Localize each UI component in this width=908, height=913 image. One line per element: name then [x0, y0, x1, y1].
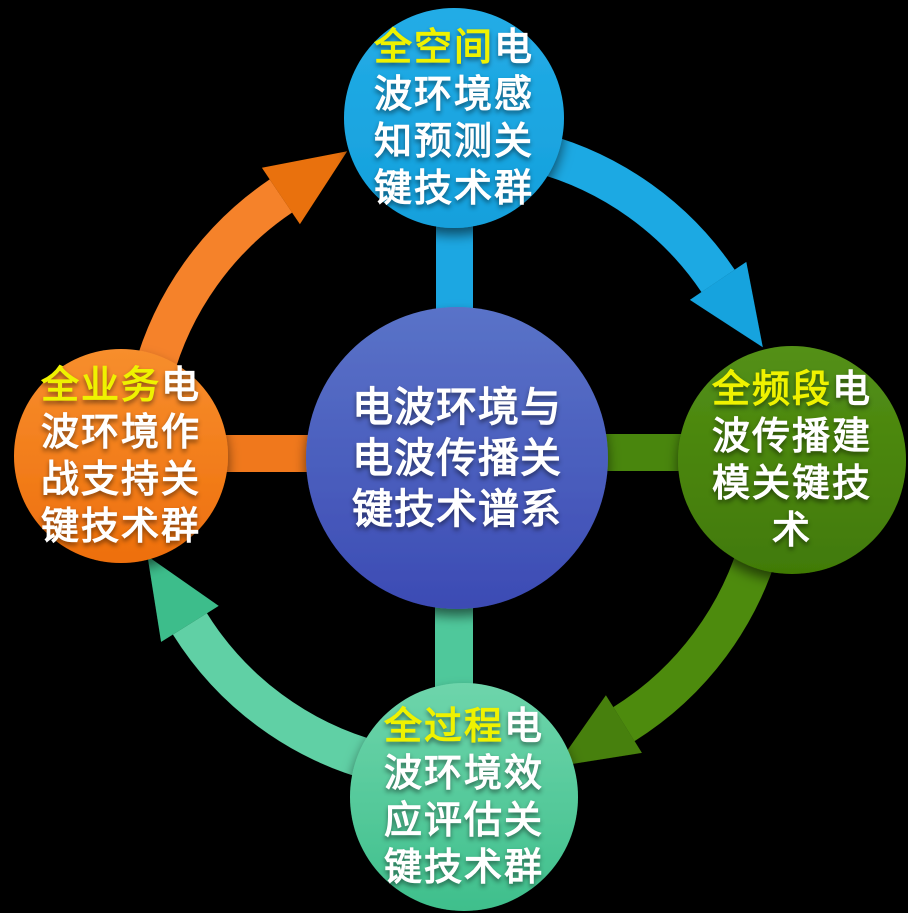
- node-bottom-line1-rest: 电: [504, 704, 545, 748]
- node-label-top: 全空间电 波环境感 知预测关 键技术群: [344, 24, 564, 212]
- center-circle: [306, 307, 608, 609]
- node-right-line3: 模关键技: [711, 461, 872, 505]
- node-left-line2: 波环境作: [40, 410, 201, 454]
- node-circle-right: [678, 346, 906, 574]
- node-label-bottom: 全过程电 波环境效 应评估关 键技术群: [354, 703, 574, 891]
- center-label: 电波环境与 电波传播关 键技术谱系: [327, 382, 587, 535]
- arrow-arc-right-to-bottom: [613, 533, 781, 742]
- node-top-line4: 键技术群: [373, 166, 534, 210]
- node-right-highlight: 全频段: [711, 367, 832, 411]
- node-bottom-highlight: 全过程: [383, 704, 504, 748]
- node-top-highlight: 全空间: [373, 25, 494, 69]
- node-right-line2: 波传播建: [711, 414, 872, 458]
- node-bottom-line3: 应评估关: [383, 798, 544, 842]
- node-top-line3: 知预测关: [373, 119, 534, 163]
- node-bottom-line4: 键技术群: [383, 845, 544, 889]
- node-right-line1-rest: 电: [832, 367, 873, 411]
- center-line1: 电波环境与: [352, 383, 562, 431]
- node-bottom-line1: 全过程电: [354, 703, 574, 750]
- node-top-line1: 全空间电: [344, 24, 564, 71]
- node-top-line2: 波环境感: [373, 72, 534, 116]
- arrow-head-top-to-right-icon: [689, 261, 763, 348]
- node-left-highlight: 全业务: [40, 363, 161, 407]
- node-left-line4: 键技术群: [40, 504, 201, 548]
- center-line3: 键技术谱系: [352, 485, 562, 533]
- arrow-head-left-to-top-icon: [261, 151, 348, 225]
- node-circle-top: [344, 8, 564, 228]
- arrow-arc-left-to-top: [133, 179, 293, 381]
- node-circle-left: [14, 349, 228, 563]
- node-top-line1-rest: 电: [494, 25, 535, 69]
- node-right-line4: 术: [771, 508, 812, 552]
- arrow-arc-top-to-right: [533, 133, 735, 293]
- arrow-head-bottom-to-left-icon: [147, 556, 219, 642]
- node-bottom-line2: 波环境效: [383, 751, 544, 795]
- arrow-head-right-to-bottom-icon: [556, 695, 642, 767]
- center-line2: 电波传播关: [352, 434, 562, 482]
- node-label-right: 全频段电 波传播建 模关键技 术: [682, 366, 902, 554]
- node-label-left: 全业务电 波环境作 战支持关 键技术群: [11, 362, 231, 550]
- node-left-line1-rest: 电: [161, 363, 202, 407]
- node-left-line3: 战支持关: [40, 457, 201, 501]
- node-circle-bottom: [350, 683, 578, 911]
- node-left-line1: 全业务电: [11, 362, 231, 409]
- arrow-arc-bottom-to-left: [172, 613, 381, 781]
- node-right-line1: 全频段电: [682, 366, 902, 413]
- node-circles: [14, 8, 906, 911]
